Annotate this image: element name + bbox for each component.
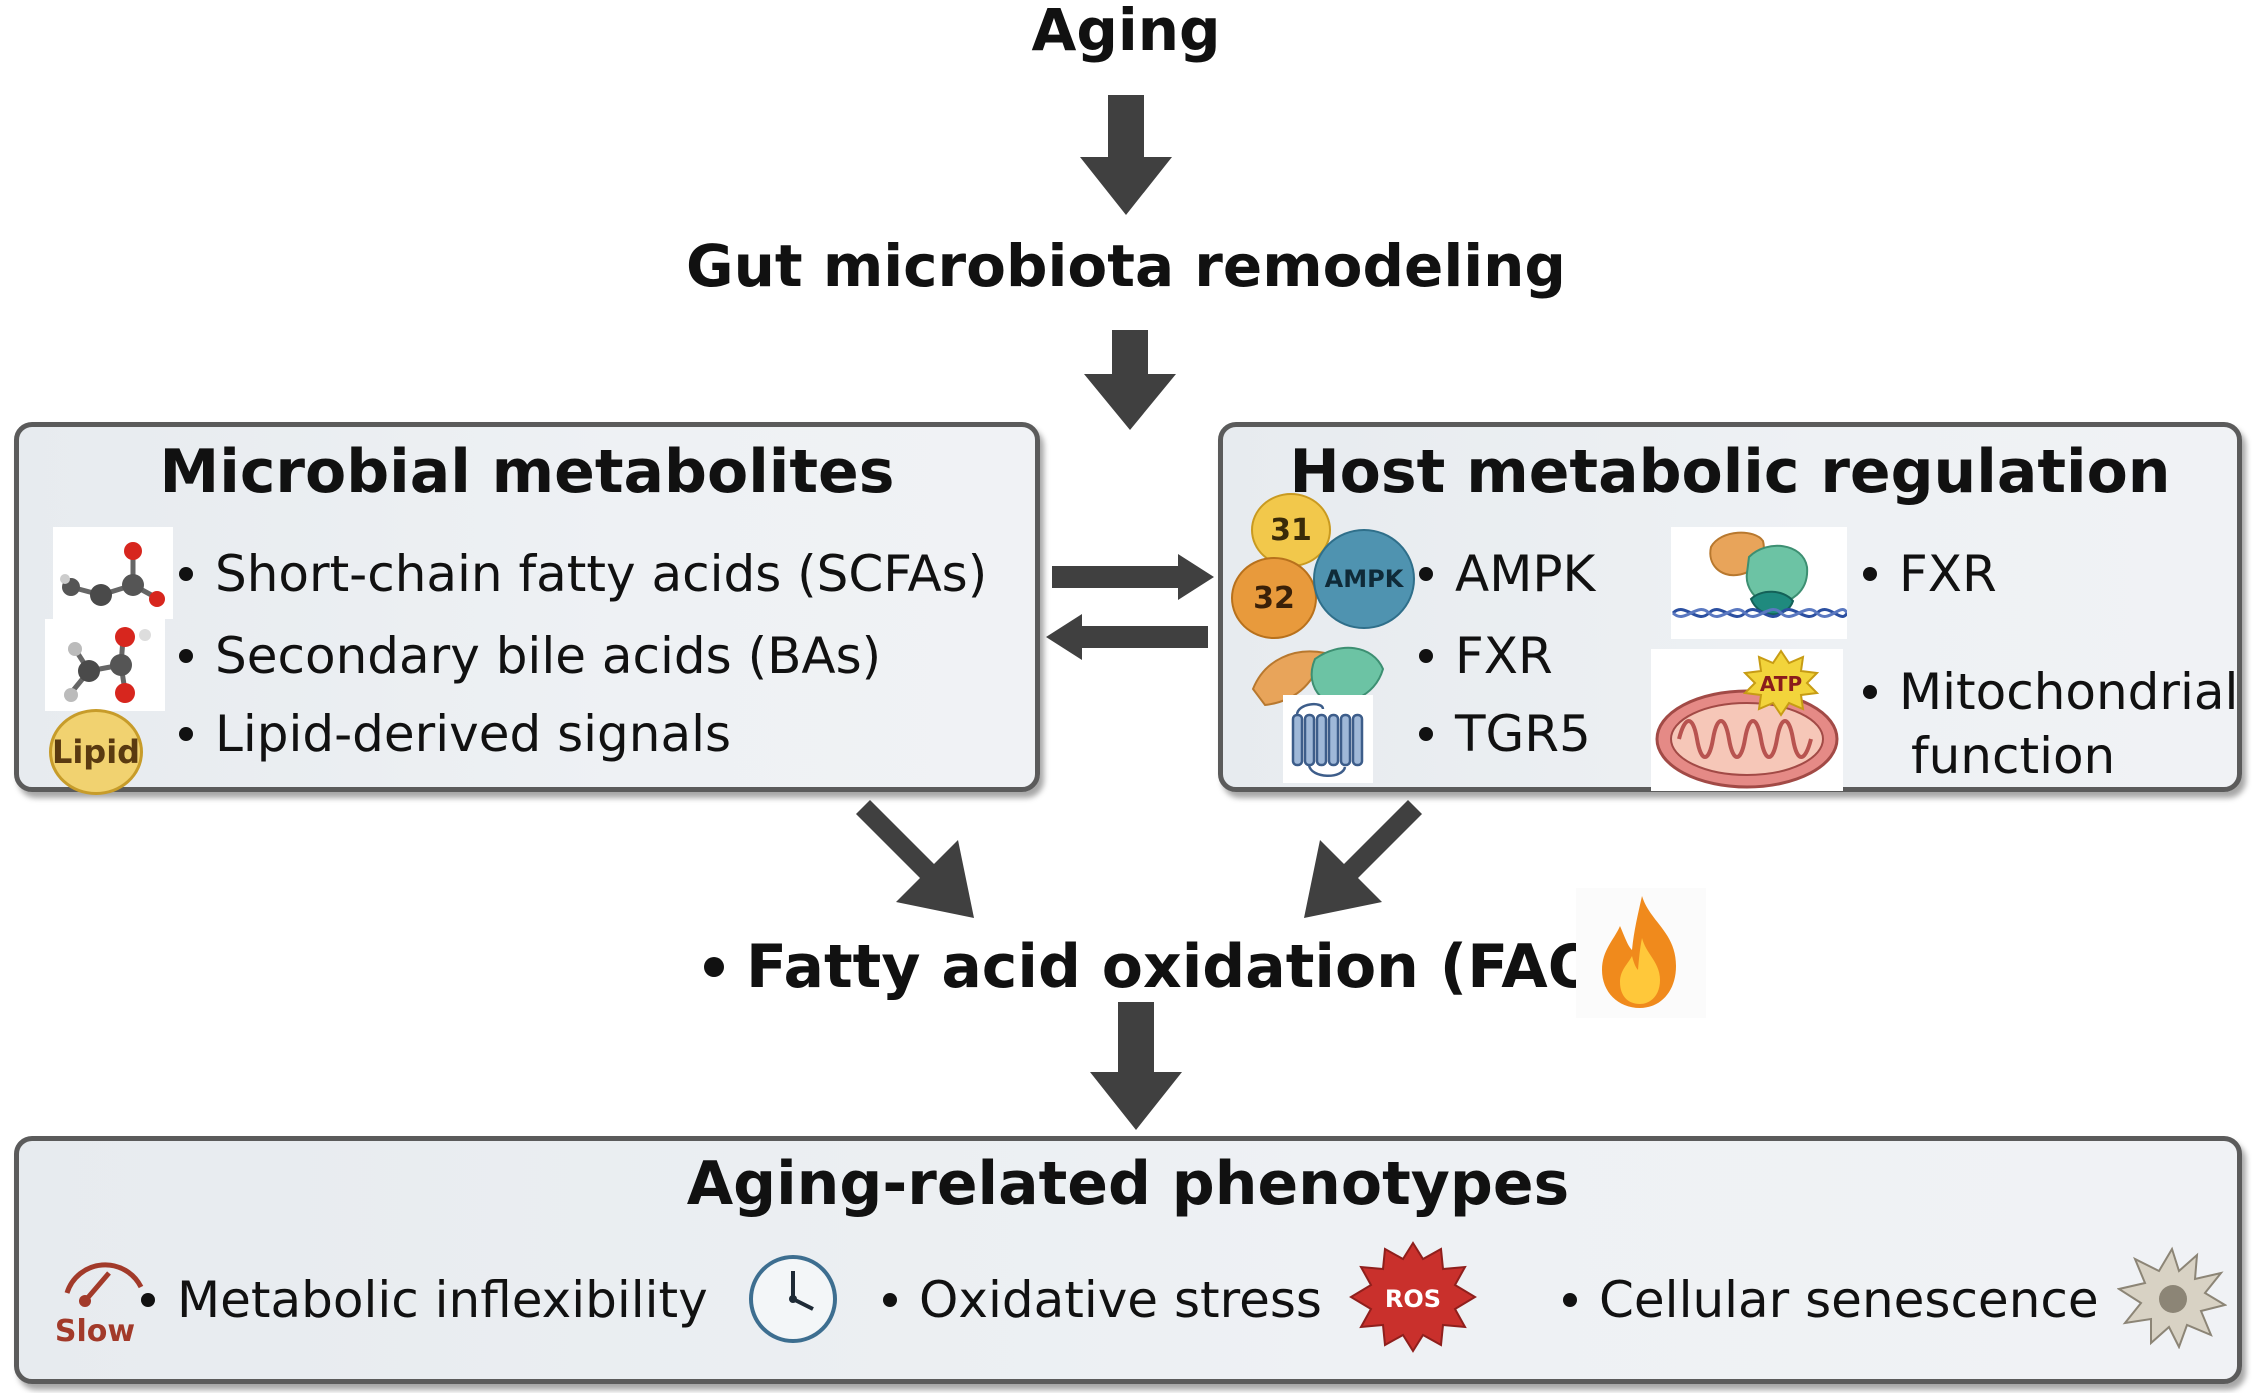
right-arrow — [1052, 554, 1214, 600]
ampk-subunit-32-badge: 32 — [1231, 557, 1317, 639]
ampk-complex-icon: 31 32 AMPK — [1231, 493, 1431, 663]
badge-32-text: 32 — [1253, 580, 1295, 616]
bullet — [1419, 727, 1433, 741]
fxr-receptor-icon — [1251, 646, 1385, 707]
secondary-bile-acids-item: Secondary bile acids (BAs) — [179, 627, 881, 685]
tgr5-item: TGR5 — [1419, 705, 1591, 763]
bullet — [179, 649, 193, 663]
lipid-signals-item: Lipid-derived signals — [179, 705, 731, 763]
scfa-item: Short-chain fatty acids (SCFAs) — [179, 545, 987, 603]
bile-acid-molecule-icon — [45, 619, 165, 711]
mitochondrial-label: Mitochondrial — [1899, 663, 2239, 721]
mitochondrial-item: Mitochondrial — [1863, 663, 2238, 721]
microbial-metabolites-box: Microbial metabolites Short-chain fatty … — [14, 422, 1040, 795]
bullet — [1419, 567, 1433, 581]
diagonal-arrow-left — [842, 800, 974, 918]
oxidative-stress-item: Oxidative stress — [883, 1271, 1322, 1329]
diagonal-arrow-right — [1304, 800, 1436, 918]
host-metabolic-regulation-title: Host metabolic regulation — [1289, 437, 2171, 507]
function-line: function — [1911, 727, 2115, 785]
tgr5-receptor-icon — [1283, 695, 1373, 783]
flame-icon — [1576, 888, 1706, 1018]
ros-text: ROS — [1385, 1285, 1441, 1313]
cellular-senescence-item: Cellular senescence — [1563, 1271, 2099, 1329]
bullet — [179, 727, 193, 741]
cellular-senescence-label: Cellular senescence — [1599, 1271, 2099, 1329]
bullet — [1863, 567, 1877, 581]
metabolic-inflexibility-label: Metabolic inflexibility — [177, 1271, 708, 1329]
bullet — [704, 957, 724, 977]
fao-label: Fatty acid oxidation (FAO) — [746, 932, 1627, 1002]
bullet — [1863, 685, 1877, 699]
ampk-label: AMPK — [1455, 545, 1596, 603]
down-arrow-2 — [1084, 330, 1176, 430]
bullet — [1419, 649, 1433, 663]
gut-microbiota-title: Gut microbiota remodeling — [686, 232, 1566, 300]
down-arrow-1 — [1080, 95, 1172, 215]
badge-ampk-text: AMPK — [1324, 565, 1404, 593]
fxr-label-left: FXR — [1455, 627, 1553, 685]
scfa-label: Short-chain fatty acids (SCFAs) — [215, 545, 988, 603]
down-arrow-3 — [1090, 1002, 1182, 1130]
fxr-dna-icon — [1671, 527, 1847, 639]
function-label: function — [1911, 727, 2116, 785]
bullet — [141, 1293, 155, 1307]
atp-text: ATP — [1760, 672, 1802, 696]
secondary-bile-acids-label: Secondary bile acids (BAs) — [215, 627, 882, 685]
tgr5-label: TGR5 — [1455, 705, 1591, 763]
badge-31-text: 31 — [1270, 512, 1312, 548]
host-metabolic-regulation-box: Host metabolic regulation 31 32 AMPK — [1218, 422, 2242, 792]
fxr-item-left: FXR — [1419, 627, 1553, 685]
fxr-label-right: FXR — [1899, 545, 1997, 603]
left-arrow — [1046, 614, 1208, 660]
lipid-icon: Lipid — [49, 709, 143, 795]
clock-icon — [749, 1255, 837, 1343]
aging-phenotypes-box: Aging-related phenotypes Slow Metabolic … — [14, 1136, 2242, 1384]
lipid-icon-text: Lipid — [51, 733, 141, 771]
scfa-molecule-icon — [53, 527, 173, 619]
ros-icon: ROS — [1349, 1241, 1477, 1353]
metabolic-inflexibility-item: Metabolic inflexibility — [141, 1271, 708, 1329]
fao-item: Fatty acid oxidation (FAO) — [704, 932, 1626, 1002]
aging-title: Aging — [1031, 0, 1221, 64]
senescent-cell-icon — [2117, 1246, 2227, 1349]
ampk-core-badge: AMPK — [1313, 529, 1415, 629]
bullet — [883, 1293, 897, 1307]
oxidative-stress-label: Oxidative stress — [919, 1271, 1322, 1329]
mitochondria-icon: ATP — [1651, 649, 1843, 791]
slow-gauge-icon: Slow — [45, 1241, 155, 1351]
fxr-item-right: FXR — [1863, 545, 1997, 603]
slow-text: Slow — [55, 1314, 135, 1349]
bullet — [1563, 1293, 1577, 1307]
lipid-signals-label: Lipid-derived signals — [215, 705, 732, 763]
ampk-item: AMPK — [1419, 545, 1595, 603]
aging-phenotypes-title: Aging-related phenotypes — [686, 1149, 1570, 1219]
microbial-metabolites-title: Microbial metabolites — [159, 437, 895, 507]
bullet — [179, 567, 193, 581]
